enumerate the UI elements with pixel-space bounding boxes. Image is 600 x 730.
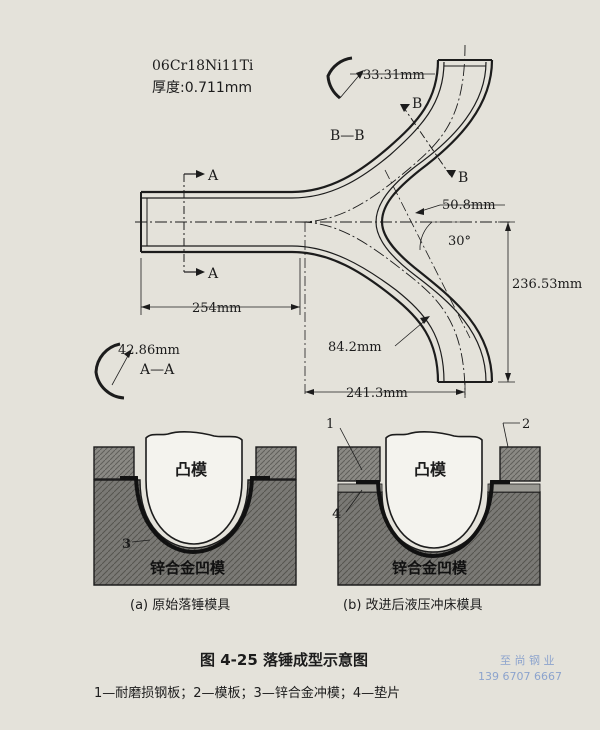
die-b-callout-1: 1 xyxy=(326,417,334,432)
die-a-caption: (a) 原始落锤模具 xyxy=(130,598,230,613)
marker-a-top: A xyxy=(207,168,219,184)
die-b-callout-4: 4 xyxy=(332,507,341,522)
die-b-die-label: 锌合金凹模 xyxy=(392,559,468,577)
dim-254: 254mm xyxy=(192,301,241,316)
dim-236-53: 236.53mm xyxy=(512,277,582,292)
die-b-caption: (b) 改进后液压冲床模具 xyxy=(343,598,483,613)
material-label: 06Cr18Ni11Ti xyxy=(152,58,254,74)
dim-50-8: 50.8mm xyxy=(442,198,496,213)
die-b-callout-2: 2 xyxy=(522,417,530,432)
dim-84-2: 84.2mm xyxy=(328,340,382,355)
dim-radius-aa: 42.86mm xyxy=(118,343,180,358)
die-b-drawing xyxy=(337,422,541,586)
watermark-name: 至 尚 钢 业 xyxy=(500,653,555,667)
die-a-drawing xyxy=(93,431,297,586)
section-aa-label: A—A xyxy=(139,362,175,378)
marker-b-bottom: B xyxy=(458,170,468,186)
section-bb-label: B—B xyxy=(330,128,365,144)
angle-30: 30° xyxy=(448,234,471,249)
die-a-punch-label: 凸模 xyxy=(175,460,208,479)
figure-legend: 1—耐磨损钢板；2—模板；3—锌合金冲模；4—垫片 xyxy=(94,685,400,701)
die-a-callout-3: 3 xyxy=(122,537,131,552)
y-pipe-drawing xyxy=(94,44,515,400)
die-b-punch-label: 凸模 xyxy=(414,460,447,479)
watermark-phone: 139 6707 6667 xyxy=(478,670,562,683)
marker-a-bottom: A xyxy=(207,266,219,282)
thickness-label: 厚度:0.711mm xyxy=(152,80,252,96)
die-a-die-label: 锌合金凹模 xyxy=(150,559,226,577)
marker-b-top: B xyxy=(412,96,422,112)
dim-radius-bb: 33.31mm xyxy=(363,68,425,83)
dim-241-3: 241.3mm xyxy=(346,386,408,401)
figure-title: 图 4-25 落锤成型示意图 xyxy=(200,651,368,669)
